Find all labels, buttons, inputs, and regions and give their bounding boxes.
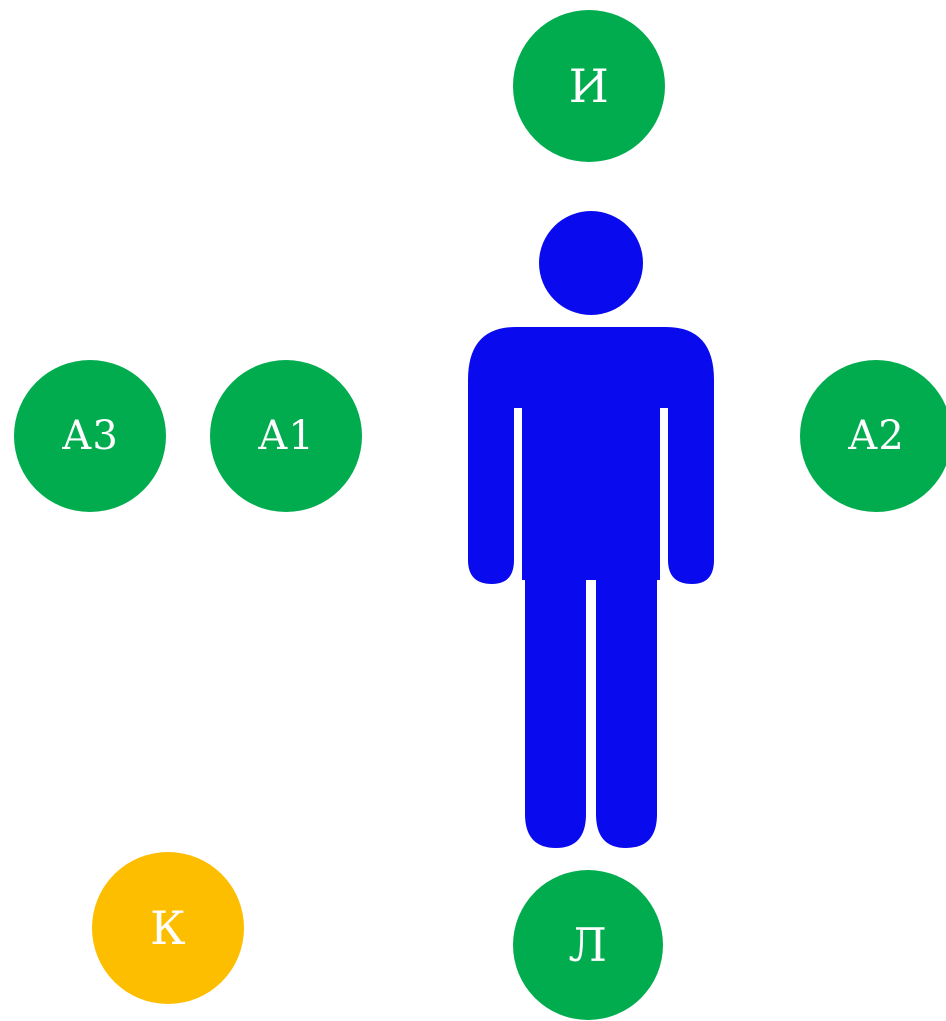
node-i: И <box>513 10 665 162</box>
person-head <box>539 211 643 315</box>
node-a2-label: А2 <box>847 413 905 459</box>
node-a2: А2 <box>800 360 946 512</box>
person-icon <box>468 211 714 848</box>
person-torso <box>468 327 714 584</box>
node-l-label: Л <box>568 918 608 972</box>
person-left-leg <box>525 574 586 848</box>
node-a1: А1 <box>210 360 362 512</box>
person-right-leg <box>596 574 657 848</box>
node-k-label: К <box>149 901 187 955</box>
node-i-label: И <box>568 59 610 113</box>
node-k: К <box>92 852 244 1004</box>
node-a3-label: А3 <box>61 413 119 459</box>
node-a1-label: А1 <box>257 413 315 459</box>
node-a3: А3 <box>14 360 166 512</box>
node-l: Л <box>513 870 663 1020</box>
